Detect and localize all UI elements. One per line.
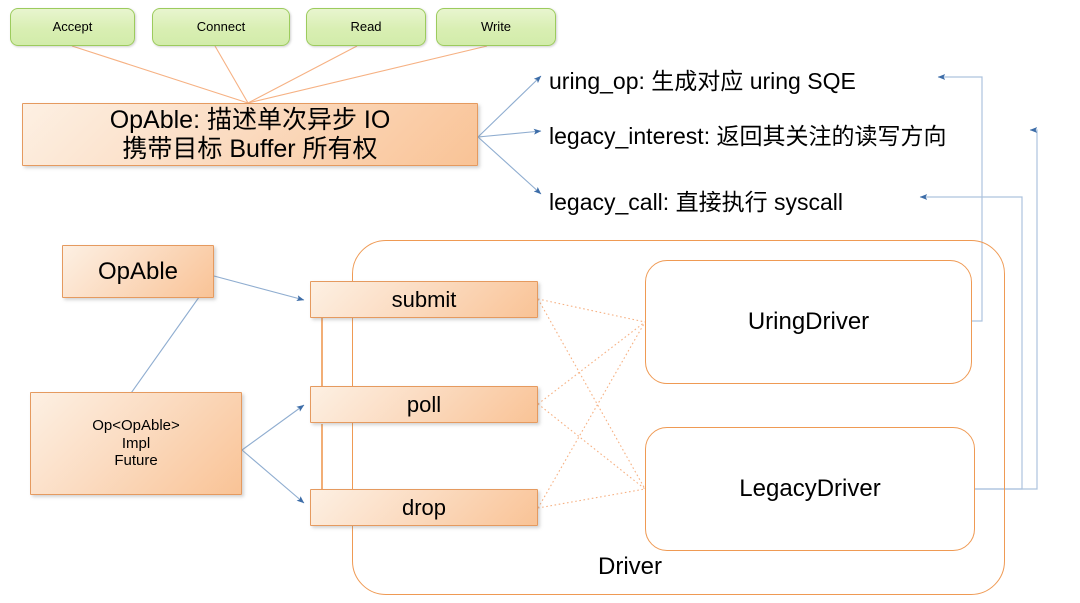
op-kind-write[interactable]: Write xyxy=(436,8,556,46)
opable-trait-box[interactable]: OpAble: 描述单次异步 IO 携带目标 Buffer 所有权 xyxy=(22,103,478,166)
opable-trait-line1: OpAble: 描述单次异步 IO xyxy=(109,105,391,134)
driver-impl-uring[interactable]: UringDriver xyxy=(645,260,972,384)
driver-impl-legacy[interactable]: LegacyDriver xyxy=(645,427,975,551)
driver-impl-uring-label: UringDriver xyxy=(747,308,870,335)
driver-container-label: Driver xyxy=(598,553,662,580)
node-op-future-line3: Future xyxy=(114,452,158,470)
trait-method-uring-op: uring_op: 生成对应 uring SQE xyxy=(549,68,856,94)
driver-method-drop-label: drop xyxy=(401,494,447,520)
op-kind-accept-label: Accept xyxy=(52,19,93,35)
op-kind-connect[interactable]: Connect xyxy=(152,8,290,46)
op-kind-accept[interactable]: Accept xyxy=(10,8,135,46)
trait-method-legacy-interest: legacy_interest: 返回其关注的读写方向 xyxy=(549,123,947,149)
driver-method-poll-label: poll xyxy=(406,391,442,417)
node-op-future-line1: Op<OpAble> xyxy=(92,417,180,435)
op-kind-read[interactable]: Read xyxy=(306,8,426,46)
driver-method-drop[interactable]: drop xyxy=(310,489,538,526)
op-kind-read-label: Read xyxy=(350,19,382,35)
driver-method-poll[interactable]: poll xyxy=(310,386,538,423)
driver-method-submit-label: submit xyxy=(391,286,457,312)
node-op-future[interactable]: Op<OpAble> Impl Future xyxy=(30,392,242,495)
op-kind-connect-label: Connect xyxy=(196,19,246,35)
op-kind-fan-lines xyxy=(71,45,488,104)
node-opable-label: OpAble xyxy=(97,257,179,285)
driver-method-submit[interactable]: submit xyxy=(310,281,538,318)
opable-trait-line2: 携带目标 Buffer 所有权 xyxy=(122,134,378,163)
node-op-future-line2: Impl xyxy=(121,434,151,452)
trait-method-fan-lines xyxy=(477,75,542,195)
trait-method-legacy-call: legacy_call: 直接执行 syscall xyxy=(549,189,843,215)
op-kind-write-label: Write xyxy=(480,19,512,35)
driver-impl-legacy-label: LegacyDriver xyxy=(739,475,881,502)
node-opable[interactable]: OpAble xyxy=(62,245,214,298)
